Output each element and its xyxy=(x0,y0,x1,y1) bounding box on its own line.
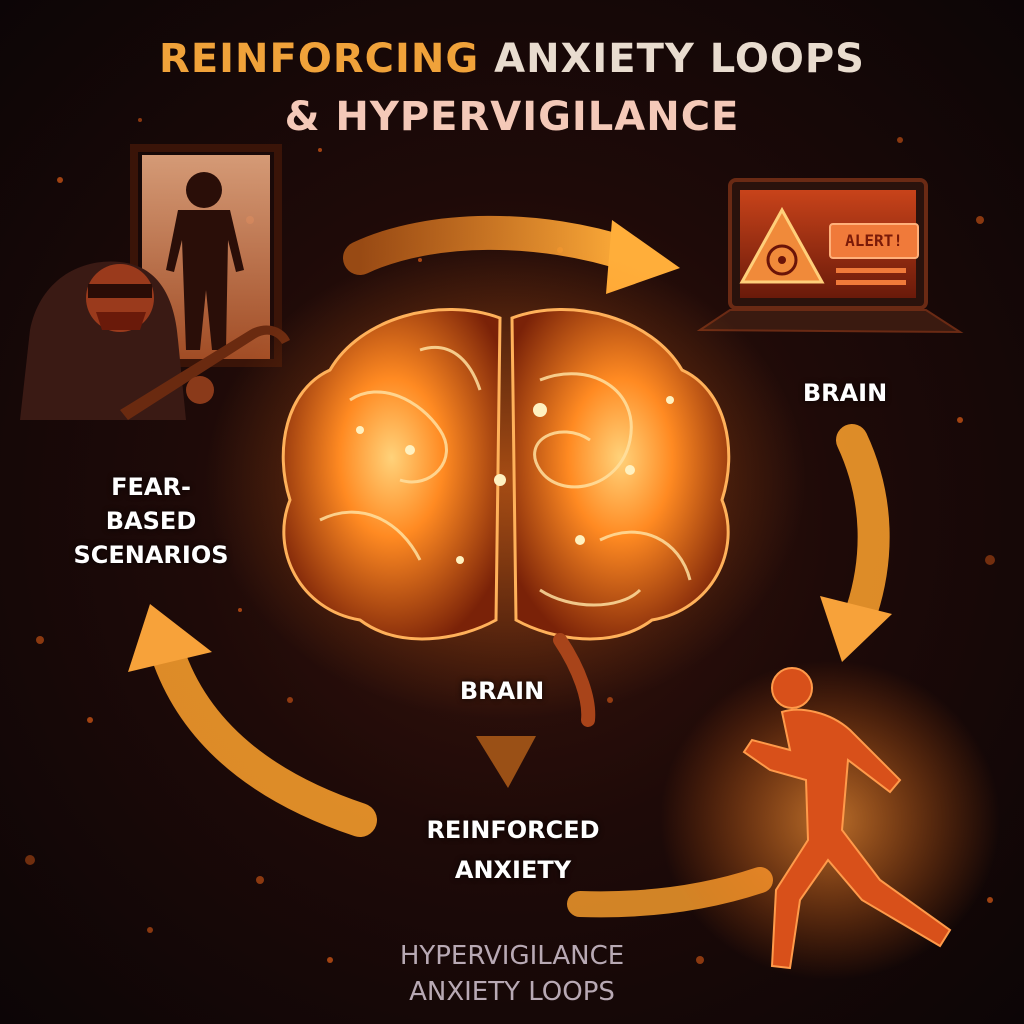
reinforced-line-2: ANXIETY xyxy=(454,856,572,884)
title-line-2: & HYPERVIGILANCE xyxy=(284,94,740,140)
reinforced-line-1: REINFORCED xyxy=(426,816,600,844)
fear-line-2: BASED xyxy=(105,507,197,535)
laptop xyxy=(696,178,964,334)
fear-line-1: FEAR- xyxy=(111,473,191,501)
arrow-left-up-icon xyxy=(128,604,377,837)
fear-line-3: SCENARIOS xyxy=(73,541,229,569)
title-line-1: REINFORCING ANXIETY LOOPS xyxy=(0,36,1024,82)
brain-label-center: BRAIN xyxy=(459,677,545,705)
footer-caption: HYPERVIGILANCE ANXIETY LOOPS xyxy=(312,938,712,1010)
arrow-right-down-icon xyxy=(820,424,892,662)
running-figure xyxy=(660,660,1000,980)
warning-triangle-icon xyxy=(739,206,825,284)
arrow-center-down-icon xyxy=(476,736,536,788)
footer-line-1: HYPERVIGILANCE xyxy=(399,941,625,971)
alert-label: ALERT! xyxy=(845,231,903,250)
glowing-brain xyxy=(206,240,806,727)
fear-based-scenarios-label: FEAR- BASED SCENARIOS xyxy=(36,470,266,572)
title-rest: ANXIETY LOOPS xyxy=(494,36,865,82)
title-accent: REINFORCING xyxy=(159,36,480,82)
alert-box xyxy=(829,223,919,259)
reinforced-anxiety-label: REINFORCED ANXIETY xyxy=(368,810,658,890)
brain-label-right: BRAIN xyxy=(802,379,888,407)
intruder-figure xyxy=(20,261,290,420)
footer-line-2: ANXIETY LOOPS xyxy=(409,977,615,1007)
